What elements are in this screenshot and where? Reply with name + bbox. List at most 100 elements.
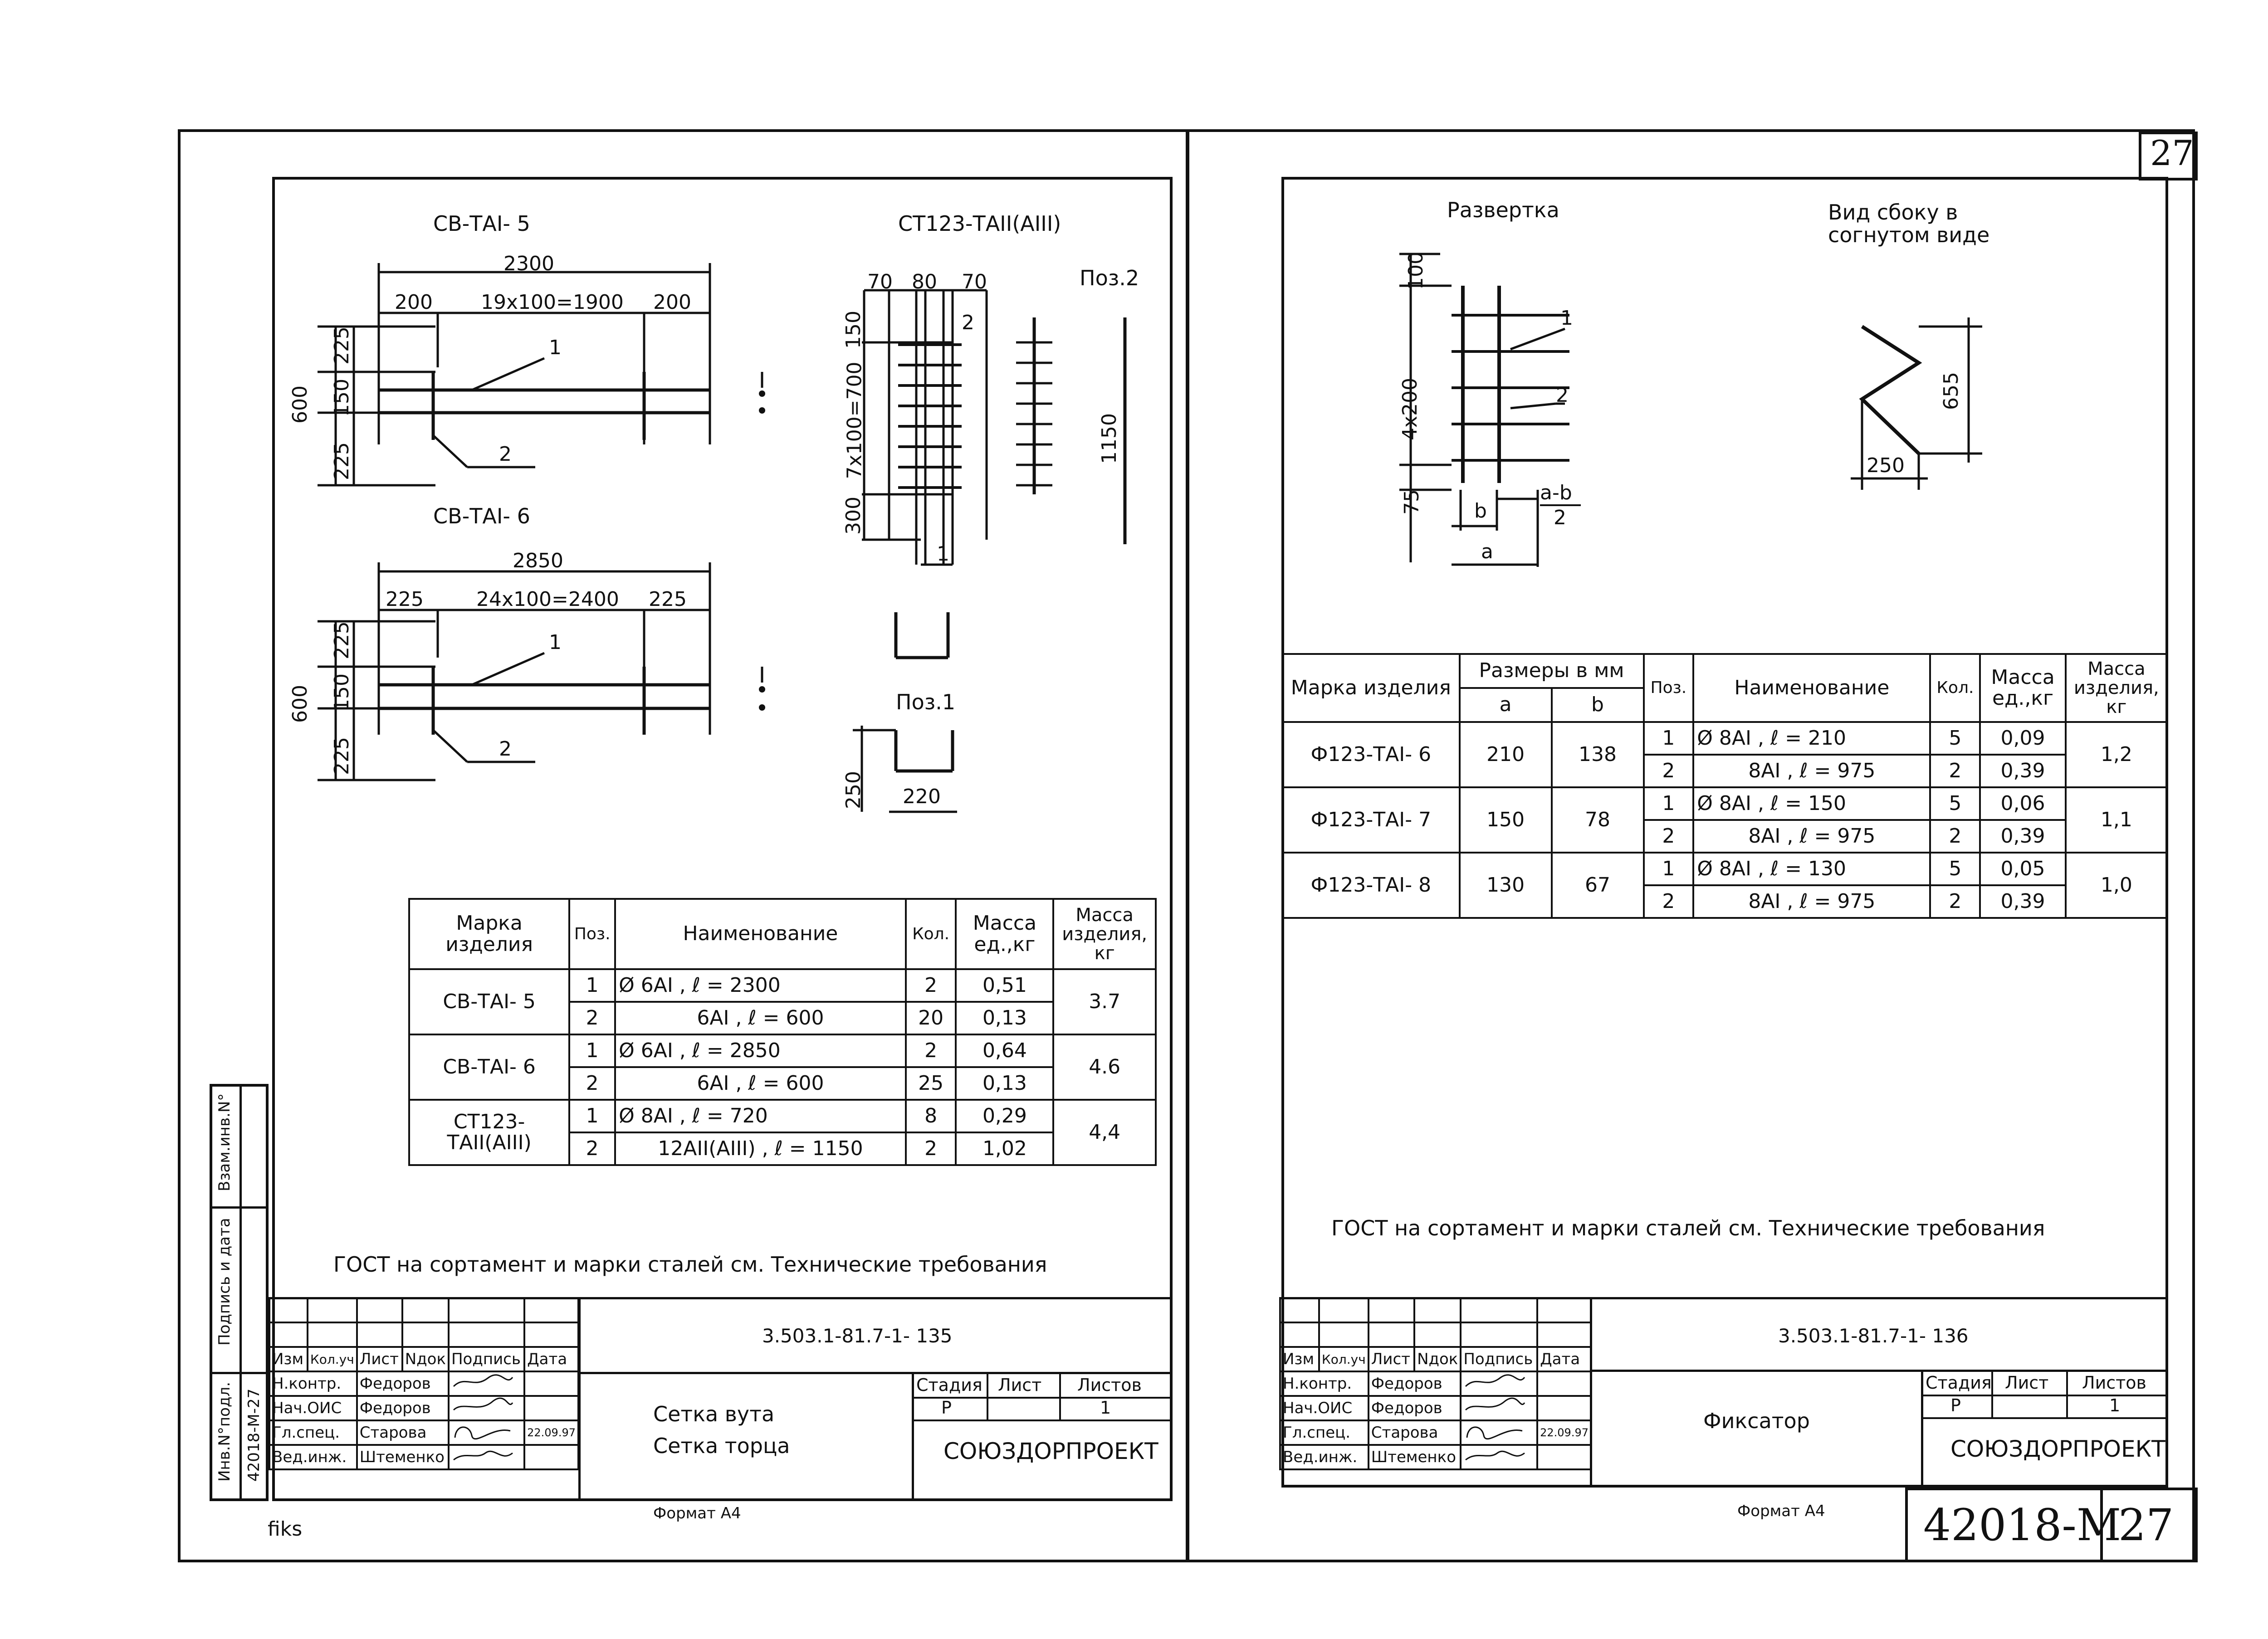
right-spec-table: Марка изделия Размеры в мм Поз. Наименов…: [1281, 653, 2169, 919]
cb6-title: СВ-ТАI- 6: [433, 504, 530, 528]
cb6-dim-right: 225: [649, 588, 687, 611]
spec-row-mark: Ф123-ТАI- 8: [1281, 852, 1461, 919]
left-org: СОЮЗДОРПРОЕКТ: [943, 1438, 1158, 1464]
spec-unit-mass: 0,09: [1979, 721, 2067, 756]
spec-qty: 2: [1929, 754, 1981, 788]
spec-h-b: b: [1550, 687, 1645, 723]
spec-b: 67: [1550, 852, 1645, 919]
spec-h-mark: Марка изделия: [1281, 653, 1461, 723]
spec-h-dims: Размеры в мм: [1458, 653, 1645, 689]
right-sheet-corner: [2139, 132, 2198, 180]
tb-role: Нач.ОИС: [269, 1395, 358, 1421]
spec-row-mark: СТ123-ТАII(АIII): [408, 1099, 571, 1166]
spec-item-mass: 1,0: [2064, 852, 2169, 919]
tb-izm: Изм: [269, 1346, 308, 1372]
razvertka-b: b: [1474, 499, 1487, 522]
razvertka-pos1: 1: [1560, 307, 1573, 330]
cb6-dim-mid: 24х100=2400: [476, 588, 619, 611]
cb5-pos1: 1: [549, 336, 562, 359]
spec-unit-mass: 0,51: [955, 968, 1055, 1003]
spec-pos: 2: [568, 1066, 616, 1101]
ct-pos1: 1: [937, 542, 949, 566]
signature: [447, 1371, 526, 1397]
cb5-dim-mid: 19х100=1900: [481, 291, 624, 314]
tb-podpis: Подпись: [1460, 1346, 1539, 1372]
spec-name: Ø 6АI , ℓ = 2300: [614, 968, 907, 1003]
tb-ndok: Nдок: [401, 1346, 450, 1372]
spec-qty: 2: [1929, 884, 1981, 919]
spec-qty: 20: [904, 1001, 957, 1035]
spec-item-mass: 1,1: [2064, 786, 2169, 854]
left-inner-frame: [272, 177, 1173, 1501]
signature: [1460, 1419, 1539, 1446]
spec-name: 12АII(АIII) , ℓ = 1150: [614, 1132, 907, 1166]
tb-role: Н.контр.: [1279, 1371, 1369, 1397]
spec-pos: 1: [568, 968, 616, 1003]
spec-name: Ø 8АI , ℓ = 720: [614, 1099, 907, 1133]
spec-unit-mass: 0,06: [1979, 786, 2067, 821]
left-listov-h: Листов: [1077, 1375, 1142, 1395]
cb6-dim-total: 2850: [513, 549, 563, 572]
left-doc-code: 3.503.1-81.7-1- 135: [762, 1325, 953, 1347]
spec-qty: 5: [1929, 852, 1981, 886]
tb-ndok: Nдок: [1413, 1346, 1462, 1372]
right-stamp-box: [1905, 1488, 2198, 1562]
right-doc-code: 3.503.1-81.7-1- 136: [1778, 1325, 1969, 1347]
tb-role: Гл.спец.: [269, 1419, 358, 1446]
tb-podpis: Подпись: [447, 1346, 526, 1372]
spec-unit-mass: 0,13: [955, 1001, 1055, 1035]
spec-name: 8АI , ℓ = 975: [1692, 754, 1931, 788]
right-gost-note: ГОСТ на сортамент и марки сталей см. Тех…: [1331, 1216, 2045, 1240]
spec-unit-mass: 0,39: [1979, 884, 2067, 919]
tb-role: Гл.спец.: [1279, 1419, 1369, 1446]
spec-name: Ø 8АI , ℓ = 210: [1692, 721, 1931, 756]
spec-qty: 5: [1929, 721, 1981, 756]
spec-name: Ø 8АI , ℓ = 150: [1692, 786, 1931, 821]
cb6-dim-left: 225: [386, 588, 424, 611]
tb-person: Федоров: [356, 1395, 450, 1421]
right-listov: 1: [2109, 1395, 2121, 1415]
ct-title: СТ123-ТАII(АIII): [898, 211, 1061, 236]
tb-koluch: Кол.уч: [306, 1346, 358, 1372]
right-format: Формат А4: [1737, 1502, 1825, 1520]
spec-pos: 1: [1642, 852, 1695, 886]
right-titleblock-grid: Изм Кол.уч Лист Nдок Подпись Дата Н.конт…: [1279, 1297, 1592, 1470]
right-outer-sheet: [1186, 129, 2195, 1562]
spec-pos: 2: [1642, 884, 1695, 919]
tb-koluch: Кол.уч: [1318, 1346, 1369, 1372]
spec-h-mass-item: Масса изделия, кг: [2064, 653, 2169, 723]
razvertka-title: Развертка: [1447, 198, 1559, 222]
ct-pos2-label: Поз.2: [1080, 266, 1139, 290]
tb-role: Нач.ОИС: [1279, 1395, 1369, 1421]
vid-dim-h: 655: [1939, 372, 1963, 410]
spec-unit-mass: 0,39: [1979, 819, 2067, 854]
ct-pos1-w: 220: [903, 785, 941, 808]
tb-person: Штеменко: [356, 1444, 450, 1470]
spec-h-qty: Кол.: [904, 898, 957, 970]
tb-role: Вед.инж.: [269, 1444, 358, 1470]
right-org: СОЮЗДОРПРОЕКТ: [1950, 1436, 2165, 1462]
right-stamp-code: 42018-М: [1923, 1500, 2121, 1551]
left-list-h: Лист: [998, 1375, 1042, 1395]
tb-role: Н.контр.: [269, 1371, 358, 1397]
spec-h-name: Наименование: [614, 898, 907, 970]
spec-name: 8АI , ℓ = 975: [1692, 819, 1931, 854]
spec-a: 130: [1458, 852, 1553, 919]
spec-pos: 1: [1642, 721, 1695, 756]
spec-name: Ø 8АI , ℓ = 130: [1692, 852, 1931, 886]
cb5-dim-right: 200: [653, 291, 691, 314]
signature: [447, 1444, 526, 1470]
spec-qty: 2: [904, 1132, 957, 1166]
spec-row-mark: Ф123-ТАI- 6: [1281, 721, 1461, 788]
tb-person: Федоров: [1367, 1395, 1462, 1421]
right-listov-h: Листов: [2082, 1373, 2146, 1393]
spec-unit-mass: 0,39: [1979, 754, 2067, 788]
cb5-dim-total: 2300: [503, 252, 554, 275]
spec-row-mark: Ф123-ТАI- 7: [1281, 786, 1461, 854]
razvertka-pos2: 2: [1556, 384, 1569, 407]
left-title-line2: Сетка торца: [653, 1434, 790, 1458]
spec-qty: 25: [904, 1066, 957, 1101]
spec-h-mass-item: Масса изделия, кг: [1052, 898, 1157, 970]
